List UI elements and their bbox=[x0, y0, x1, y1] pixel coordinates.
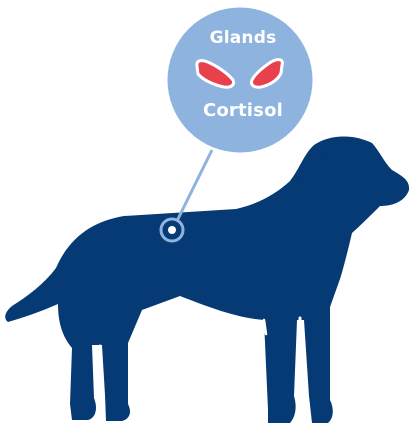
callout-bubble bbox=[164, 4, 316, 156]
location-marker-icon bbox=[159, 217, 185, 243]
dog-silhouette-icon bbox=[5, 136, 410, 424]
adrenal-glands-icon bbox=[195, 58, 284, 89]
leader-line bbox=[173, 148, 214, 227]
cortisol-label: Cortisol bbox=[202, 100, 284, 121]
glands-label: Glands bbox=[209, 28, 277, 48]
